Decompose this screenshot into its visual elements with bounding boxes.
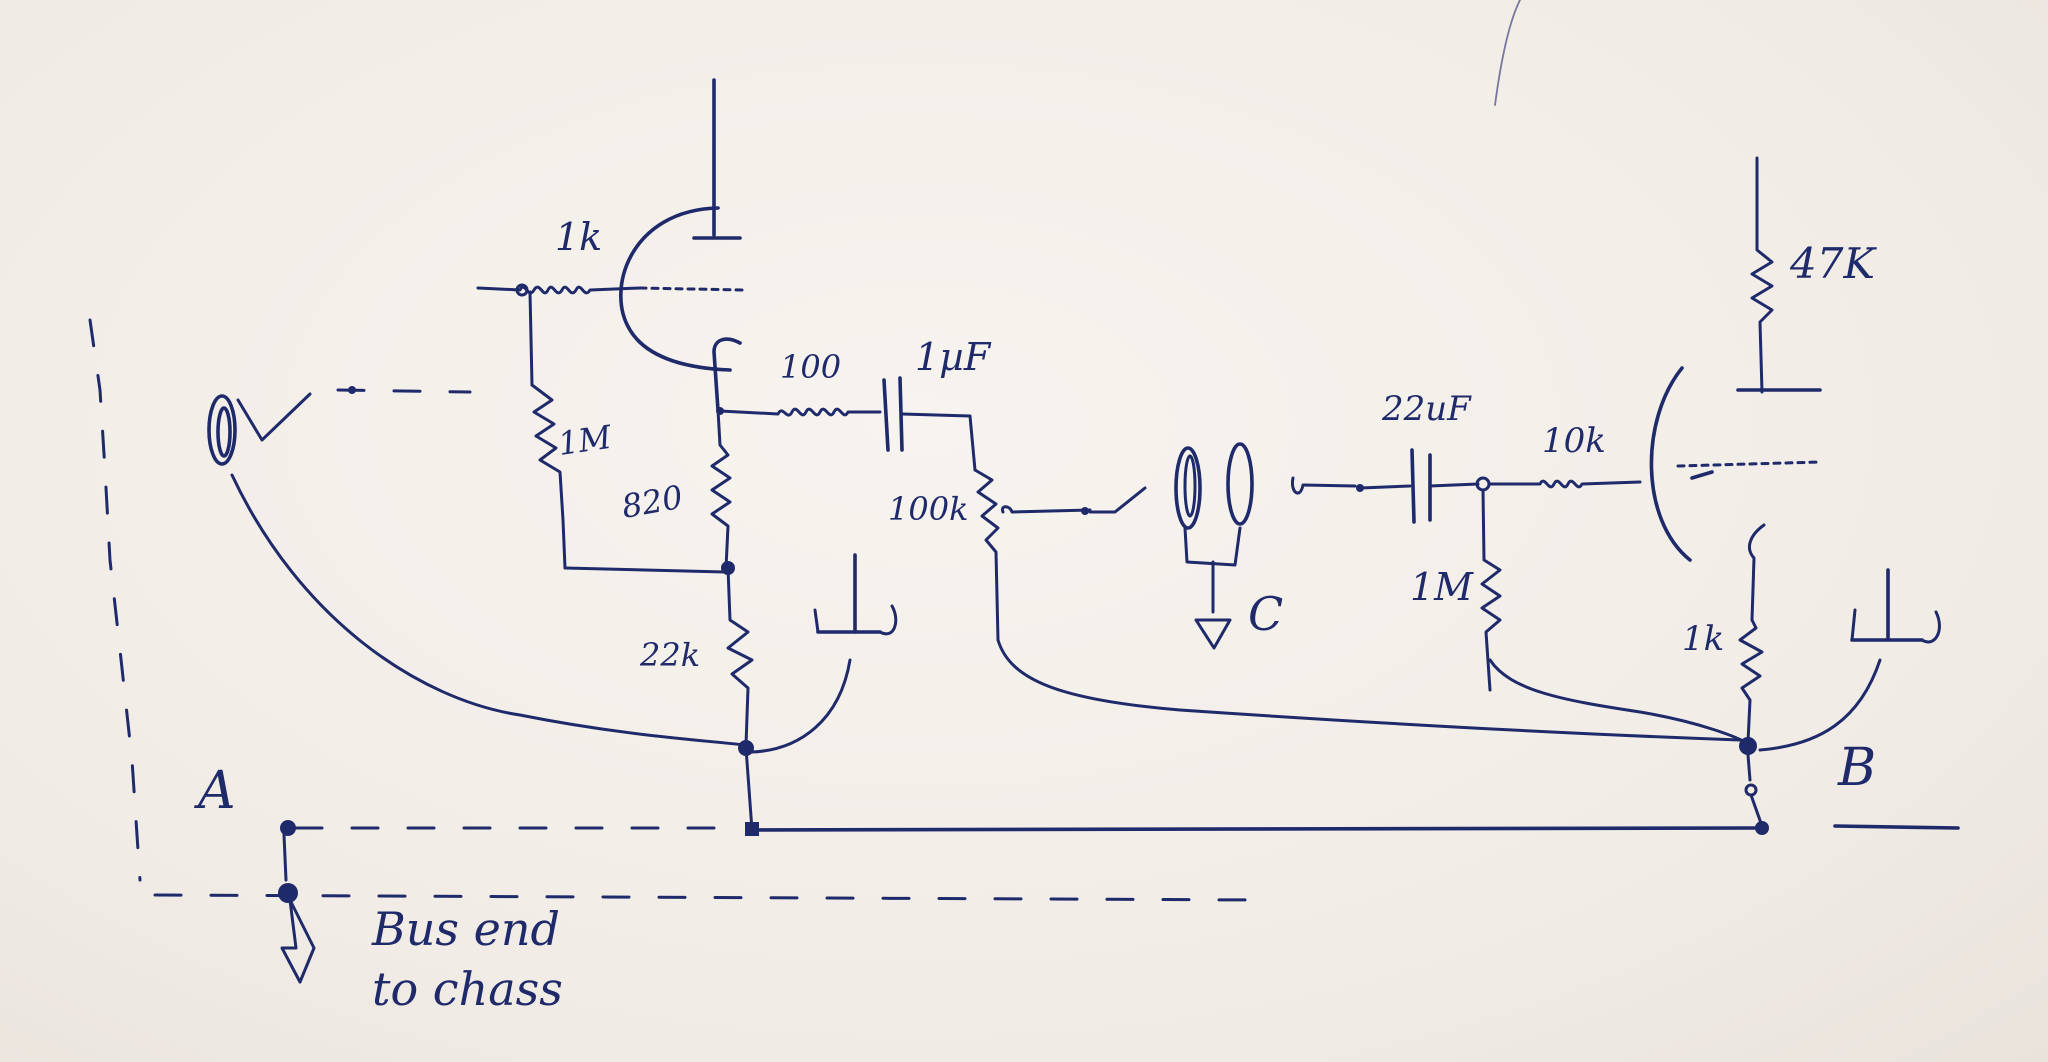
label-node-c: C [1248,587,1283,641]
node-a-connection [278,820,316,984]
label-1m-grid: 1M [556,418,615,463]
potentiometer-100k [973,468,1742,742]
label-100: 100 [780,348,841,386]
resistor-10k [1487,479,1642,489]
ground-bus-line [750,826,1762,832]
resistor-1k-grid [476,283,642,387]
input-jack-symbol [207,386,472,466]
label-22k: 22k [639,636,700,674]
label-100k: 100k [888,490,968,528]
resistor-1m-second [1480,488,1750,746]
label-node-b: B [1837,738,1876,798]
label-22uf: 22uF [1381,389,1472,429]
bottom-border-dashed [153,893,1262,902]
label-1uf: 1µF [915,335,992,379]
resistor-820-cathode [710,407,735,575]
bus-right-extension [1833,824,1960,830]
label-47k: 47K [1789,239,1877,288]
jack-pair-c [1174,442,1412,650]
label-bus-note-line1: Bus end [371,902,560,956]
label-1k-grid: 1k [555,215,602,259]
capacitor-22uf [1410,448,1491,524]
ground-symbol-2 [1758,568,1941,752]
jack-ground-wire [230,473,747,747]
label-1k-cathode-2: 1k [1682,619,1724,659]
resistor-1m-grid-leak [530,383,727,574]
resistor-1k-cathode-2 [1738,618,1769,835]
label-node-a: A [194,761,236,821]
label-bus-note-line2: to chass [372,962,563,1016]
label-820: 820 [619,478,686,526]
triode-1 [619,78,744,412]
label-10k: 10k [1542,421,1606,461]
label-1m-second: 1M [1410,565,1474,609]
ground-symbol-1 [750,553,898,754]
resistor-100-and-cap-1uf [718,376,977,472]
left-border-dashed [88,318,142,882]
resistor-22k [726,566,759,836]
resistor-47k-plate [1750,156,1774,394]
stray-arc [1494,0,1521,106]
triode-2 [1649,366,1822,622]
